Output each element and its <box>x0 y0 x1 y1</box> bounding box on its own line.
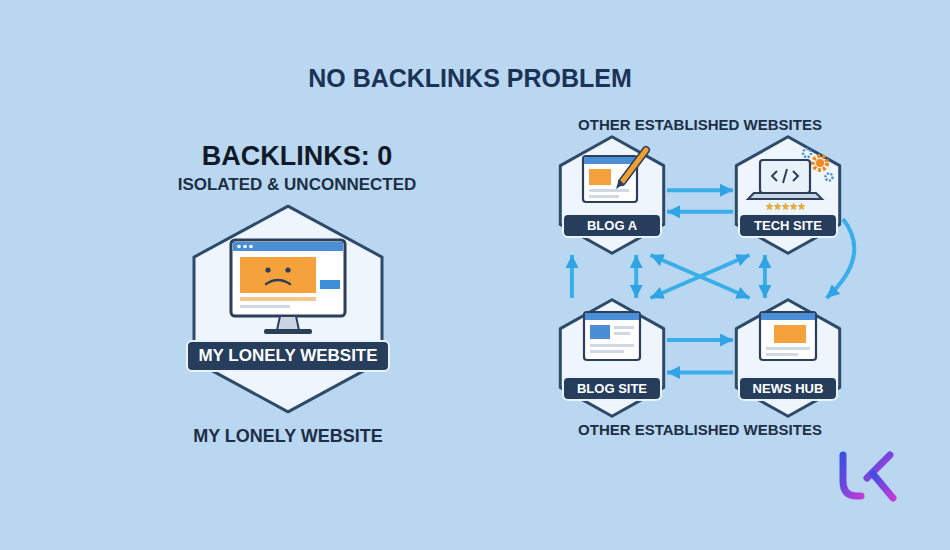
connector-arrow <box>827 219 855 298</box>
group-heading: OTHER ESTABLISHED WEBSITES <box>500 421 900 438</box>
website-hexagon: NEWS HUB <box>733 298 843 418</box>
connector-arrow <box>634 255 638 298</box>
connector-arrow <box>651 255 750 298</box>
status-note: ISOLATED & UNCONNECTED <box>97 175 497 195</box>
site-name-label: BLOG SITE <box>562 376 662 401</box>
connector-arrow <box>763 255 767 298</box>
hexagon-outline <box>188 203 388 415</box>
hexagon-shape <box>560 300 663 416</box>
website-hexagon: MY LONELY WEBSITE <box>188 203 388 415</box>
hexagon-shape <box>736 137 839 253</box>
blog-page-icon <box>583 150 646 202</box>
news-page-icon <box>760 312 816 360</box>
site-name-label: MY LONELY WEBSITE <box>186 340 389 372</box>
connector-arrow <box>667 188 733 192</box>
site-name-label: NEWS HUB <box>738 376 838 401</box>
hexagon-shape <box>736 300 839 416</box>
hexagon-shape <box>560 137 663 253</box>
blog-site-icon <box>584 312 640 360</box>
connector-arrow <box>667 210 733 214</box>
site-caption: MY LONELY WEBSITE <box>88 426 488 447</box>
monitor-icon <box>231 240 345 334</box>
laptop-icon <box>748 149 833 210</box>
connector-arrow <box>651 255 750 298</box>
connector-arrow <box>667 338 733 342</box>
brand-logo <box>843 455 893 498</box>
hexagon-shape <box>194 206 382 412</box>
connector-arrow <box>667 370 733 374</box>
connector-arrow <box>570 255 574 298</box>
diagram-title: NO BACKLINKS PROBLEM <box>170 64 770 93</box>
group-heading: OTHER ESTABLISHED WEBSITES <box>500 116 900 133</box>
backlink-count: BACKLINKS: 0 <box>97 141 497 172</box>
site-name-label: TECH SITE <box>738 213 838 238</box>
website-hexagon: BLOG SITE <box>557 298 667 418</box>
site-name-label: BLOG A <box>562 213 662 238</box>
website-hexagon: TECH SITE <box>733 135 843 255</box>
website-hexagon: BLOG A <box>557 135 667 255</box>
